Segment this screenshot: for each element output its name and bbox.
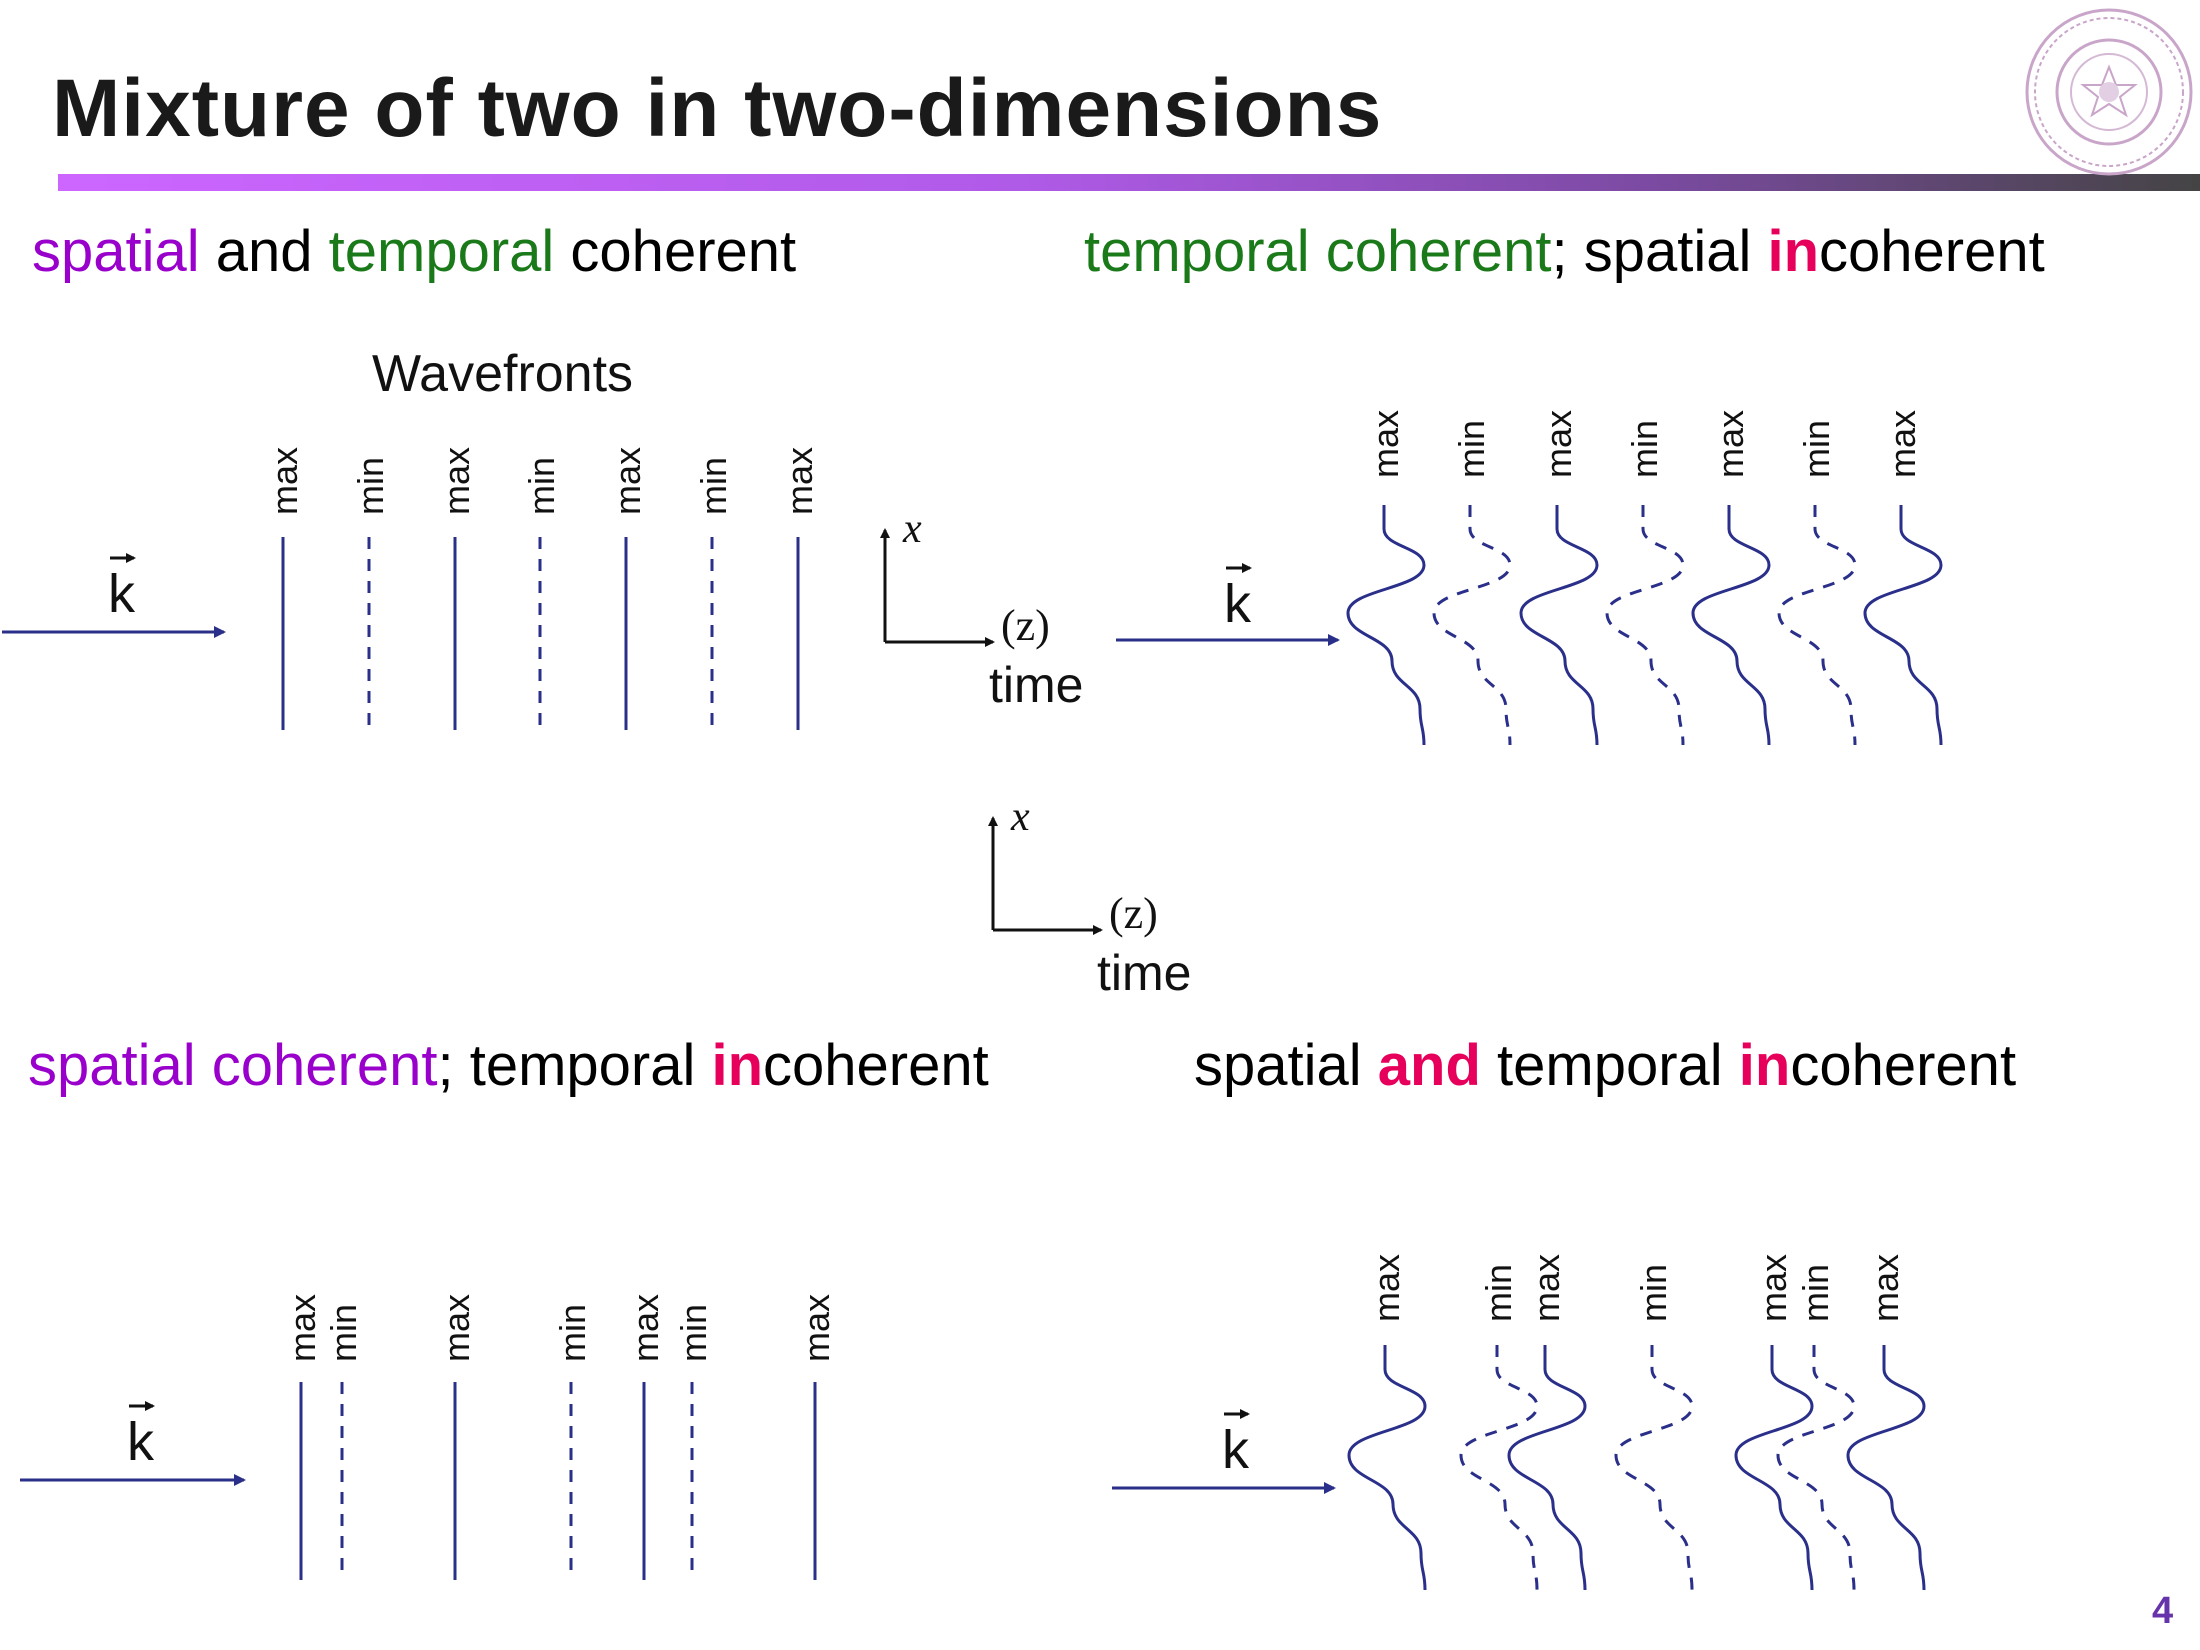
heading-part: in [711, 1033, 764, 1098]
wavefront-bottom-right-3-label: min [1633, 1264, 1674, 1322]
heading-part: and [1377, 1033, 1481, 1098]
wavefront-bottom-left-3-label: min [552, 1304, 593, 1362]
wavefront-top-right-1-label: min [1451, 420, 1492, 478]
wavefront-bottom-left-0-label: max [282, 1294, 323, 1362]
slide-title: Mixture of two in two-dimensions [52, 63, 1383, 154]
wavefront-bottom-right-5 [1776, 1344, 1856, 1591]
k-bottom-left-label: k [127, 1412, 155, 1472]
heading-part: coherent [1819, 219, 2045, 284]
heading-part: temporal [1480, 1033, 1739, 1098]
heading-part: coherent [1790, 1033, 2017, 1098]
wavefront-top-right-3 [1605, 504, 1685, 746]
k-top-right-label: k [1224, 574, 1252, 634]
axes-middle-x-label: x [1010, 794, 1030, 840]
wavefront-top-left-4-label: max [607, 447, 648, 515]
heading-part: spatial coherent [28, 1033, 438, 1098]
title-rule [58, 174, 2200, 191]
wavefront-bottom-right-4 [1734, 1345, 1814, 1591]
wavefront-top-left-2-label: max [436, 447, 477, 515]
wavefront-bottom-left-2-label: max [436, 1294, 477, 1362]
wavefront-top-right-6 [1863, 505, 1943, 746]
wavefront-top-left-0-label: max [264, 447, 305, 515]
wavefront-bottom-right-0 [1347, 1344, 1427, 1591]
wavefront-top-left-6-label: max [779, 447, 820, 515]
wavefront-bottom-right-2-label: max [1526, 1254, 1567, 1322]
heading-part: temporal coherent [1084, 219, 1552, 284]
heading-part: coherent [763, 1033, 989, 1098]
wavefront-top-right-5-label: min [1796, 420, 1837, 478]
wavefront-bottom-right-6-label: max [1865, 1254, 1906, 1322]
wavefront-bottom-right-1-label: min [1478, 1264, 1519, 1322]
axes-middle-z-label: (z) [1109, 889, 1158, 938]
heading-part: and [199, 219, 329, 284]
wavefront-bottom-left-4-label: max [625, 1294, 666, 1362]
wavefront-top-left-1-label: min [350, 457, 391, 515]
wavefront-top-right-6-label: max [1882, 410, 1923, 478]
wavefront-top-right-4 [1691, 505, 1771, 746]
wavefront-bottom-left-6-label: max [796, 1294, 837, 1362]
heading-part: coherent [554, 219, 797, 284]
wavefront-top-right-0-label: max [1365, 410, 1406, 478]
wavefront-top-right-0 [1346, 505, 1426, 746]
wavefront-bottom-right-2 [1507, 1345, 1587, 1591]
wavefront-top-right-2 [1519, 504, 1599, 746]
wavefront-top-right-2-label: max [1538, 410, 1579, 478]
wavefront-bottom-left-1-label: min [323, 1304, 364, 1362]
wavefront-top-right-5 [1777, 505, 1857, 746]
heading-top-left: spatial and temporal coherent [32, 218, 796, 285]
wavefront-top-right-3-label: min [1624, 420, 1665, 478]
axes-middle-time-label: time [1097, 945, 1191, 1001]
heading-part: temporal [328, 219, 555, 284]
heading-part: spatial [1194, 1033, 1378, 1098]
heading-part: in [1767, 219, 1820, 284]
k-top-left-label: k [108, 564, 136, 624]
axes-top-z-label: (z) [1001, 601, 1050, 650]
heading-part: ; temporal [437, 1033, 712, 1098]
wavefront-top-left-5-label: min [693, 457, 734, 515]
axes-top-x-label: x [902, 506, 922, 552]
wavefront-top-right-1 [1432, 505, 1512, 746]
k-bottom-right-label: k [1222, 1420, 1250, 1480]
wavefront-top-right-4-label: max [1710, 410, 1751, 478]
wavefront-bottom-right-4-label: max [1753, 1254, 1794, 1322]
heading-bottom-right: spatial and temporal incoherent [1194, 1032, 2016, 1099]
heading-part: ; spatial [1551, 219, 1768, 284]
wavefronts-label: Wavefronts [372, 345, 634, 403]
page-number: 4 [2152, 1590, 2174, 1632]
wavefront-bottom-right-0-label: max [1366, 1254, 1407, 1322]
wavefront-top-left-3-label: min [521, 457, 562, 515]
heading-part: in [1738, 1033, 1791, 1098]
wavefront-bottom-right-6 [1846, 1345, 1926, 1591]
wavefront-bottom-left-5-label: min [673, 1304, 714, 1362]
heading-part: spatial [32, 219, 200, 284]
university-seal-icon [2025, 8, 2193, 176]
axes-top-time-label: time [989, 657, 1083, 713]
wavefront-bottom-right-1 [1459, 1345, 1539, 1591]
heading-top-right: temporal coherent; spatial incoherent [1084, 218, 2045, 285]
wavefront-bottom-right-5-label: min [1795, 1264, 1836, 1322]
wavefront-bottom-right-3 [1614, 1344, 1694, 1591]
heading-bottom-left: spatial coherent; temporal incoherent [28, 1032, 989, 1099]
